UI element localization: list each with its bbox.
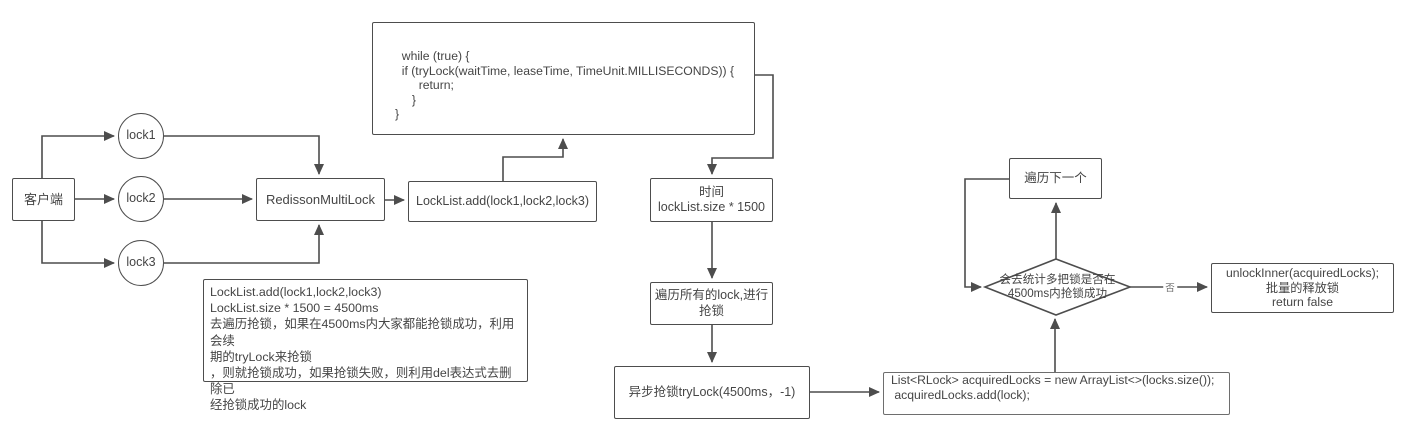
unlock-inner-node: unlockInner(acquiredLocks); 批量的释放锁 retur… [1211, 263, 1394, 313]
edge-lock3-to-multilock [164, 224, 324, 264]
edge-while-to-time [707, 74, 774, 175]
edge-label-no: 否 [1163, 280, 1177, 294]
traverse-locks-node: 遍历所有的lock,进行 抢锁 [650, 282, 773, 325]
decision-diamond-shape [982, 258, 1133, 316]
locklist-add-node: LockList.add(lock1,lock2,lock3) [408, 181, 597, 222]
lock1-node: lock1 [118, 113, 164, 159]
async-trylock-node: 异步抢锁tryLock(4500ms，-1) [614, 366, 810, 419]
client-node: 客户端 [12, 178, 75, 221]
while-trylock-code-box: while (true) { if (tryLock(waitTime, lea… [372, 22, 755, 135]
acquired-locks-code-box: List<RLock> acquiredLocks = new ArrayLis… [883, 372, 1230, 415]
time-calc-node: 时间 lockList.size * 1500 [650, 178, 773, 222]
edge-locklistadd-to-while [502, 138, 568, 181]
next-iteration-node: 遍历下一个 [1009, 158, 1102, 199]
edge-lock1-to-multilock [164, 135, 324, 175]
explanation-note-box: LockList.add(lock1,lock2,lock3) LockList… [203, 279, 528, 412]
decision-diamond-label: 会去统计多把锁是否在 4500ms内抢锁成功 [999, 273, 1116, 300]
edge-client-to-lock3 [41, 221, 115, 268]
redisson-multilock-node: RedissonMultiLock [256, 178, 385, 221]
lock2-node: lock2 [118, 176, 164, 222]
edge-next-loop-to-decision [964, 178, 1009, 292]
lock3-node: lock3 [118, 240, 164, 286]
edge-client-to-lock1 [41, 131, 115, 178]
